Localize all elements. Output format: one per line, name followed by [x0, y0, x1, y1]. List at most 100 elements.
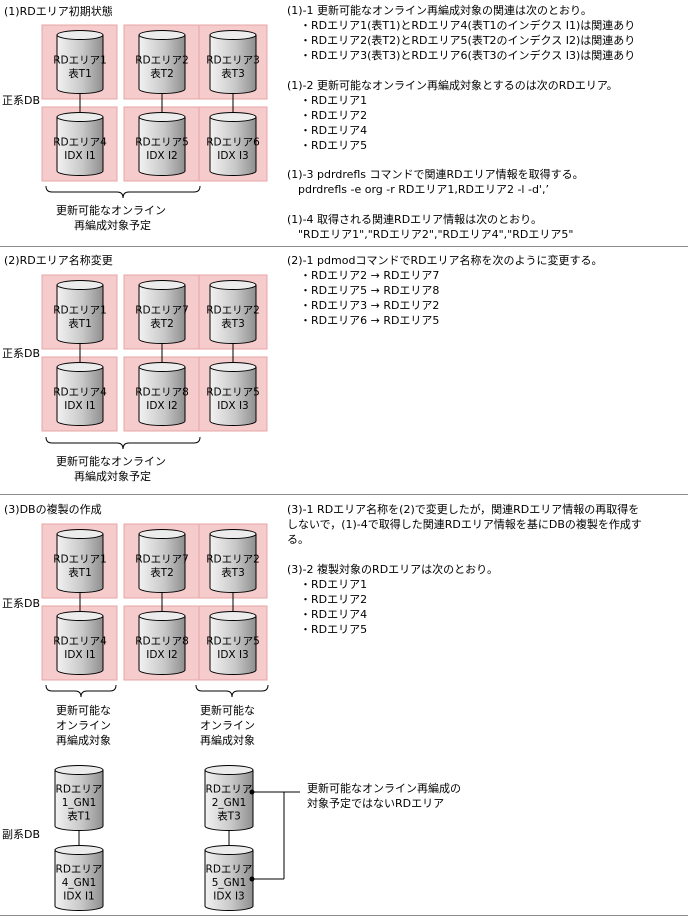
s3-replica-cylinder-1-label-2: 1_GN1 — [62, 797, 97, 809]
s1-cylinder-6-label-2: IDX I3 — [217, 150, 249, 162]
s1-cylinder-4-label-1: RDエリア4 — [53, 136, 107, 148]
s3-cylinder-5-label-1: RDエリア8 — [135, 635, 189, 647]
note-2-1-b: ・RDエリア5 → RDエリア8 — [300, 284, 440, 297]
note-3-2-b: ・RDエリア2 — [300, 593, 368, 606]
s3-replica-cylinder-4-label-3: IDX I3 — [213, 891, 245, 903]
section3-right-caption-3: 再編成対象 — [200, 734, 255, 747]
note-3-2-d: ・RDエリア5 — [300, 623, 368, 636]
s1-cylinder-2-label-1: RDエリア2 — [135, 54, 189, 66]
s3-replica-cylinder-2-label-1: RDエリア — [206, 784, 253, 796]
section3-left-caption-2: オンライン — [56, 719, 111, 732]
s3-cylinder-1-label-1: RDエリア1 — [53, 553, 107, 565]
s3-cylinder-5-label-2: IDX I2 — [146, 649, 178, 661]
note-1-1-b: ・RDエリア2(表T2)とRDエリア5(表T2のインデクス I2)は関連あり — [300, 34, 636, 47]
s2-cylinder-4-label-2: IDX I1 — [64, 400, 96, 412]
callout-line-1: 更新可能なオンライン再編成の — [307, 782, 461, 795]
note-1-2-c: ・RDエリア4 — [300, 124, 368, 137]
note-1-3: (1)-3 pdrdrefls コマンドで関連RDエリア情報を取得する。 — [287, 168, 584, 181]
s1-cylinder-2-label-2: 表T2 — [150, 67, 174, 80]
note-3-2-c: ・RDエリア4 — [300, 608, 368, 621]
section2-db-label: 正系DB — [2, 347, 41, 360]
section1-brace-caption-2: 再編成対象予定 — [74, 219, 151, 232]
s3-cylinder-1-label-2: 表T1 — [68, 566, 92, 579]
note-2-1: (2)-1 pdmodコマンドでRDエリア名称を次のように変更する。 — [287, 254, 603, 267]
s3-replica-cylinder-3-label-1: RDエリア — [56, 864, 103, 876]
s1-cylinder-5-label-1: RDエリア5 — [135, 136, 189, 148]
s2-cylinder-1-label-2: 表T1 — [68, 317, 92, 330]
note-1-3-command: pdrdrefls -e org -r RDエリア1,RDエリア2 -l -d'… — [298, 183, 549, 196]
section-divider-1 — [0, 246, 688, 247]
note-2-1-d: ・RDエリア6 → RDエリア5 — [300, 314, 440, 327]
s2-cylinder-6-label-2: IDX I3 — [217, 400, 249, 412]
note-3-1-line2: しないで，(1)-4で取得した関連RDエリア情報を基にDBの複製を作成す — [287, 518, 642, 531]
section3-right-caption-2: オンライン — [200, 719, 255, 732]
s3-replica-cylinder-3-label-3: IDX I1 — [63, 891, 95, 903]
note-3-2-a: ・RDエリア1 — [300, 578, 368, 591]
section3-left-caption-3: 再編成対象 — [56, 734, 111, 747]
section3-left-caption-1: 更新可能な — [56, 704, 111, 717]
s3-cylinder-2-label-2: 表T2 — [150, 566, 174, 579]
s3-replica-cylinder-3-label-2: 4_GN1 — [62, 877, 97, 889]
s1-cylinder-6-label-1: RDエリア6 — [206, 136, 260, 148]
note-1-4: (1)-4 取得される関連RDエリア情報は次のとおり。 — [287, 213, 542, 226]
section1-brace-caption-1: 更新可能なオンライン — [56, 204, 166, 217]
section3-heading: (3)DBの複製の作成 — [4, 503, 102, 516]
s3-cylinder-4-label-1: RDエリア4 — [53, 635, 107, 647]
s1-cylinder-4-label-2: IDX I1 — [64, 150, 96, 162]
s3-cylinder-6-label-2: IDX I3 — [217, 649, 249, 661]
s1-cylinder-3-label-2: 表T3 — [221, 67, 245, 80]
section2-brace-caption-1: 更新可能なオンライン — [56, 455, 166, 468]
s3-replica-cylinder-1-label-1: RDエリア — [56, 784, 103, 796]
s1-cylinder-5-label-2: IDX I2 — [146, 150, 178, 162]
s2-brace — [45, 436, 201, 450]
s3-cylinder-2-label-1: RDエリア7 — [135, 553, 189, 565]
callout-line-2: 対象予定ではないRDエリア — [307, 797, 445, 810]
s1-cylinder-1-label-1: RDエリア1 — [53, 54, 107, 66]
note-3-2: (3)-2 複製対象のRDエリアは次のとおり。 — [287, 563, 498, 576]
note-1-1: (1)-1 更新可能なオンライン再編成対象の関連は次のとおり。 — [287, 4, 592, 17]
section3-db-label: 正系DB — [2, 597, 41, 610]
s1-brace — [45, 185, 201, 199]
s3-brace-left — [45, 684, 117, 698]
note-3-1-line3: る。 — [287, 533, 309, 546]
s2-cylinder-4-label-1: RDエリア4 — [53, 386, 107, 398]
s2-cylinder-2-label-1: RDエリア7 — [135, 304, 189, 316]
note-1-4-result: "RDエリア1","RDエリア2","RDエリア4","RDエリア5" — [298, 228, 574, 241]
note-2-1-a: ・RDエリア2 → RDエリア7 — [300, 269, 440, 282]
s3-replica-cylinder-4-label-1: RDエリア — [206, 864, 253, 876]
s2-cylinder-3-label-2: 表T3 — [221, 317, 245, 330]
s2-cylinder-2-label-2: 表T2 — [150, 317, 174, 330]
s2-cylinder-1-label-1: RDエリア1 — [53, 304, 107, 316]
section1-db-label: 正系DB — [2, 94, 41, 107]
note-3-1-line1: (3)-1 RDエリア名称を(2)で変更したが，関連RDエリア情報の再取得を — [287, 503, 640, 516]
s3-cylinder-4-label-2: IDX I1 — [64, 649, 96, 661]
s2-cylinder-5-label-1: RDエリア8 — [135, 386, 189, 398]
section-divider-3 — [0, 915, 688, 916]
note-1-1-c: ・RDエリア3(表T3)とRDエリア6(表T3のインデクス I3)は関連あり — [300, 49, 636, 62]
section2-brace-caption-2: 再編成対象予定 — [74, 470, 151, 483]
section1-heading: (1)RDエリア初期状態 — [4, 5, 113, 18]
s1-cylinder-1-label-2: 表T1 — [68, 67, 92, 80]
s3-replica-cylinder-4-label-2: 5_GN1 — [212, 877, 247, 889]
